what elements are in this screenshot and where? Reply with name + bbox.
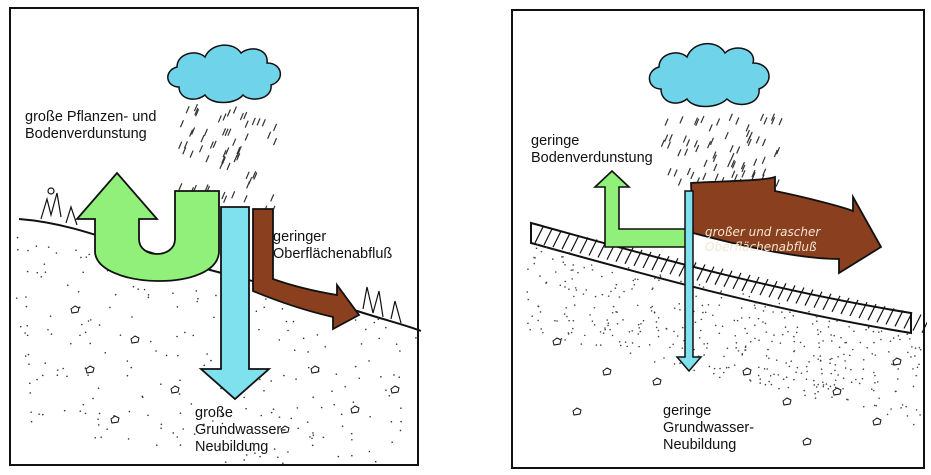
groundwater-label: große Grundwasser- Neubildung (195, 405, 287, 455)
runoff-label: großer und rascher Oberflächenabfluß (705, 225, 821, 254)
soil-texture (526, 244, 922, 426)
groundwater-arrow (198, 206, 272, 401)
left-diagram-drawing (15, 44, 421, 465)
stones (552, 337, 902, 446)
left-diagram-panel: große Pflanzen- und Bodenverdunstung ger… (9, 7, 421, 466)
evaporation-label: große Pflanzen- und Bodenverdunstung (25, 109, 157, 142)
cloud-icon (648, 43, 770, 108)
soil-crust (530, 221, 912, 335)
runoff-label: geringer Oberflächenabfluß (273, 229, 393, 262)
runoff-arrow (252, 208, 361, 331)
crust-hatching (534, 226, 927, 333)
evaporation-arrow (592, 169, 690, 248)
cloud-icon (167, 44, 281, 104)
right-diagram-panel: geringe Bodenverdunstung großer und rasc… (511, 9, 927, 469)
evaporation-arrow (75, 171, 220, 282)
evaporation-label: geringe Bodenverdunstung (531, 133, 653, 166)
groundwater-arrow (675, 190, 703, 373)
runoff-arrow (690, 175, 883, 275)
groundwater-label: geringe Grundwasser- Neubildung (663, 403, 755, 453)
right-diagram-drawing (526, 43, 927, 446)
stones (70, 305, 400, 434)
rain-drops (660, 113, 783, 192)
